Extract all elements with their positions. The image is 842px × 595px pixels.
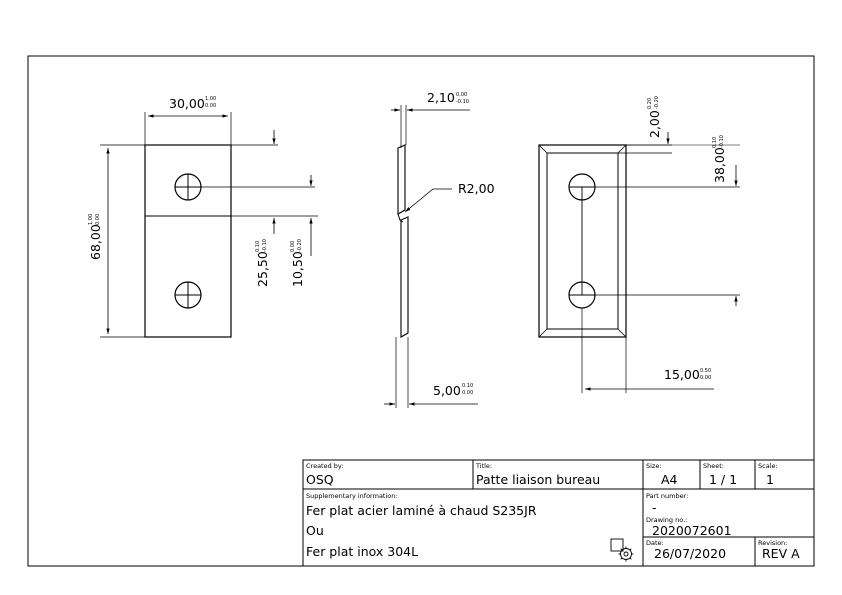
drawing-number-value: 2020072601 bbox=[652, 523, 732, 538]
dim-2-10-lower: -0.10 bbox=[456, 99, 469, 105]
date-label: Date: bbox=[646, 539, 664, 547]
date-value: 26/07/2020 bbox=[654, 546, 726, 561]
part-number-label: Part number: bbox=[646, 492, 688, 500]
svg-text:-0.10: -0.10 bbox=[719, 135, 725, 148]
dim-width-upper: 1.00 bbox=[205, 96, 216, 102]
size-value: A4 bbox=[661, 472, 678, 487]
dim-15-upper: 0.50 bbox=[700, 368, 711, 374]
supplementary-line-3: Fer plat inox 304L bbox=[306, 544, 418, 559]
size-label: Size: bbox=[646, 462, 662, 470]
svg-text:-0.10: -0.10 bbox=[262, 239, 268, 252]
front-hole-bottom bbox=[174, 281, 202, 309]
gear-icon bbox=[610, 538, 634, 562]
created-by-value: OSQ bbox=[306, 472, 334, 487]
dim-2-10-text: 2,10 bbox=[427, 90, 455, 105]
dim-height-text: 68,00 1.00 0.00 bbox=[88, 214, 103, 260]
title-block: Created by: OSQ Title: Patte liaison bur… bbox=[302, 459, 815, 567]
svg-text:0.00: 0.00 bbox=[290, 241, 296, 252]
scale-value: 1 bbox=[766, 472, 774, 487]
rear-view bbox=[538, 132, 740, 393]
side-profile-bend bbox=[397, 213, 404, 223]
dim-15-lower: 0.00 bbox=[700, 375, 711, 381]
revision-label: Revision: bbox=[758, 539, 787, 547]
supplementary-line-1: Fer plat acier laminé à chaud S235JR bbox=[306, 503, 537, 518]
dim-38-text: 38,00 0.10 -0.10 bbox=[712, 135, 727, 183]
front-view bbox=[100, 112, 318, 338]
dim-radius-text: R2,00 bbox=[458, 181, 495, 196]
side-profile-lower bbox=[400, 216, 409, 338]
part-number-value: - bbox=[652, 500, 657, 515]
sheet-value: 1 / 1 bbox=[709, 472, 737, 487]
svg-text:2,00: 2,00 bbox=[647, 110, 662, 138]
svg-text:0.20: 0.20 bbox=[647, 98, 653, 109]
dim-5-text: 5,00 bbox=[433, 383, 461, 398]
dimension-labels: 30,00 1.00 0.00 68,00 1.00 0.00 25,50 0.… bbox=[88, 90, 727, 398]
svg-text:0.10: 0.10 bbox=[255, 241, 261, 252]
dim-15-text: 15,00 bbox=[664, 367, 700, 382]
rear-plate-outer bbox=[538, 144, 627, 338]
sheet-label: Sheet: bbox=[703, 462, 724, 470]
rear-plate-inner bbox=[546, 152, 619, 330]
dim-chamfer-text: 2,00 0.20 -0.20 bbox=[647, 96, 662, 138]
supplementary-label: Supplementary information: bbox=[306, 492, 398, 500]
scale-label: Scale: bbox=[758, 462, 778, 470]
svg-text:38,00: 38,00 bbox=[712, 147, 727, 183]
svg-text:0.10: 0.10 bbox=[712, 137, 718, 148]
drawing-number-label: Drawing no.: bbox=[646, 516, 687, 524]
dim-5-upper: 0.10 bbox=[462, 383, 473, 389]
svg-text:-0.20: -0.20 bbox=[654, 96, 660, 109]
svg-text:68,00: 68,00 bbox=[88, 224, 103, 260]
dim-10-50-text: 10,50 0.00 -0.20 bbox=[290, 239, 305, 287]
svg-text:0.00: 0.00 bbox=[95, 214, 101, 225]
dim-25-50-text: 25,50 0.10 -0.10 bbox=[255, 239, 270, 287]
revision-value: REV A bbox=[762, 546, 800, 561]
svg-text:1.00: 1.00 bbox=[88, 214, 94, 225]
supplementary-line-2: Ou bbox=[306, 523, 324, 538]
front-hole-top bbox=[174, 173, 202, 201]
radius-leader bbox=[404, 188, 452, 213]
side-view bbox=[384, 105, 478, 408]
svg-text:25,50: 25,50 bbox=[255, 251, 270, 287]
svg-text:10,50: 10,50 bbox=[290, 251, 305, 287]
title-value: Patte liaison bureau bbox=[476, 472, 600, 487]
dim-5-lower: 0.00 bbox=[462, 390, 473, 396]
front-plate-outline bbox=[144, 144, 232, 338]
created-by-label: Created by: bbox=[306, 462, 343, 470]
title-label: Title: bbox=[475, 462, 492, 470]
dim-width-lower: 0.00 bbox=[205, 103, 216, 109]
side-profile-upper bbox=[397, 144, 406, 215]
dim-width-text: 30,00 bbox=[169, 96, 205, 111]
dim-2-10-upper: 0.00 bbox=[456, 92, 467, 98]
svg-text:-0.20: -0.20 bbox=[297, 239, 303, 252]
